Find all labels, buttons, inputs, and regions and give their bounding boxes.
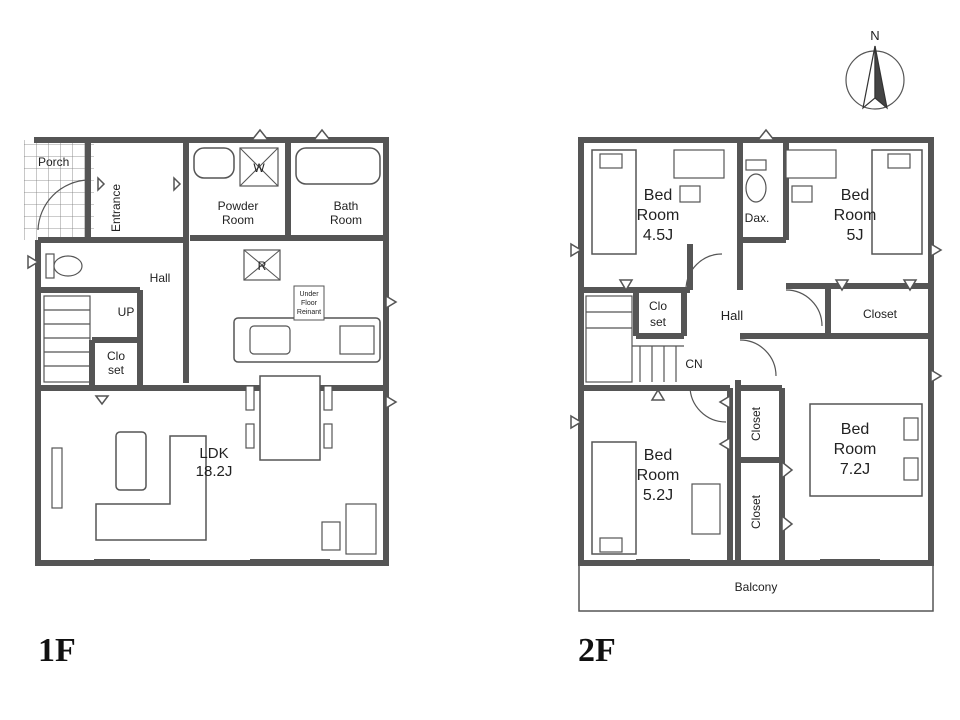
under-floor-label-line2: Floor xyxy=(301,300,318,307)
dax-label: Dax. xyxy=(745,211,770,225)
tv-unit xyxy=(51,447,63,509)
toilet-1f xyxy=(53,255,83,277)
up-label: UP xyxy=(118,305,135,319)
bed-se xyxy=(809,403,923,497)
desk-1f xyxy=(345,503,377,555)
bed-sw-label-line2: Room xyxy=(637,467,680,484)
bed-sw-label-line3: 5.2J xyxy=(643,487,673,504)
balcony xyxy=(578,562,934,612)
desk-nw xyxy=(673,149,725,179)
sink-fixture xyxy=(193,147,235,179)
coffee-table xyxy=(115,431,147,491)
hall-2f-label: Hall xyxy=(721,308,744,323)
cn-label: CN xyxy=(685,357,702,371)
floor-1-windows xyxy=(94,139,330,561)
kitchen-sink xyxy=(249,325,291,355)
compass-north-label: N xyxy=(870,28,879,43)
floor-1-plan: Porch Entrance Powder Room Bath Room W R… xyxy=(24,128,398,566)
washer-symbol: W xyxy=(253,161,265,175)
bed-nw-label-line2: Room xyxy=(637,207,680,224)
desk-ne xyxy=(785,149,837,179)
bed-nw-label-line3: 4.5J xyxy=(643,227,673,244)
ldk-label-line1: LDK xyxy=(199,445,228,462)
bed-se-label-line2: Room xyxy=(834,441,877,458)
porch-label: Porch xyxy=(38,155,69,169)
bathtub xyxy=(295,147,381,185)
bed-ne-label-line2: Room xyxy=(834,207,877,224)
bed-sw-label-line1: Bed xyxy=(644,447,672,464)
bed-sw xyxy=(591,441,637,555)
floor-2-title: 2F xyxy=(578,632,616,669)
powder-room-label-line2: Room xyxy=(222,213,254,227)
powder-room-label-line1: Powder xyxy=(218,199,259,213)
floor-1-vents xyxy=(27,128,398,410)
under-floor-label-line3: Reinant xyxy=(297,309,321,316)
sofa xyxy=(95,435,207,541)
stove xyxy=(339,325,375,355)
floor-2-vents xyxy=(570,128,943,534)
balcony-label: Balcony xyxy=(735,580,778,594)
hall-1f-label: Hall xyxy=(150,271,171,285)
closet-2f-small-label-line2: set xyxy=(650,315,667,329)
closet-1f-label-line1: Clo xyxy=(107,349,125,363)
entrance-label: Entrance xyxy=(109,184,123,232)
desk-sw xyxy=(691,483,721,535)
fridge-symbol: R xyxy=(258,259,267,273)
ldk-label-line2: 18.2J xyxy=(196,463,233,480)
bath-room-label-line2: Room xyxy=(330,213,362,227)
closet-2f-small-label-line1: Clo xyxy=(649,299,667,313)
bath-room-label-line1: Bath xyxy=(334,199,359,213)
floor-2-windows xyxy=(636,139,880,561)
floor-1-title: 1F xyxy=(38,632,76,669)
floor-2-plan: Bed Room 4.5J Bed Room 5J Dax. Hall Clo … xyxy=(570,128,943,612)
under-floor-label-line1: Under xyxy=(299,291,319,298)
closet-v2-label: Closet xyxy=(749,494,763,529)
bed-ne-label-line1: Bed xyxy=(841,187,869,204)
bed-ne-label-line3: 5J xyxy=(847,227,864,244)
toilet-2f xyxy=(745,173,767,203)
closet-v1-label: Closet xyxy=(749,406,763,441)
bed-se-label-line1: Bed xyxy=(841,421,869,438)
bed-nw-label-line1: Bed xyxy=(644,187,672,204)
stairs-2f xyxy=(585,295,684,383)
stairs-1f xyxy=(43,295,91,383)
closet-ne-label: Closet xyxy=(863,307,898,321)
compass-icon: N xyxy=(845,28,905,110)
closet-1f-label-line2: set xyxy=(108,363,125,377)
dining-table xyxy=(259,375,321,461)
bed-se-label-line3: 7.2J xyxy=(840,461,870,478)
